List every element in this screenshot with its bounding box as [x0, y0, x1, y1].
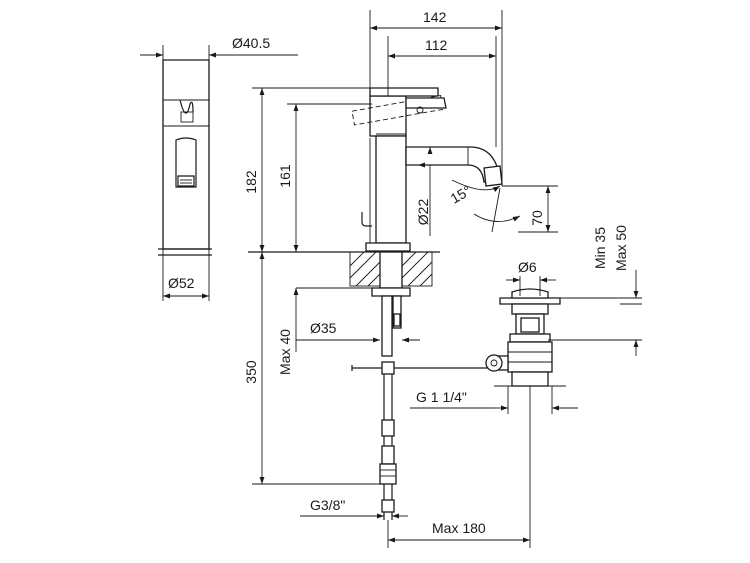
dim-112: 112: [425, 37, 448, 53]
dim-70: 70: [529, 210, 545, 226]
dim-161: 161: [277, 164, 293, 188]
dim-angle-15: 15°: [448, 182, 474, 206]
dim-g-1-1-4: G 1 1/4": [416, 389, 467, 405]
dim-min-35: Min 35: [592, 227, 608, 269]
dimension-labels: 142 112 Ø40.5 182 161 Ø22 15° 70 Ø52 Ø6 …: [168, 9, 629, 536]
dim-350: 350: [243, 360, 259, 384]
dim-diam-52: Ø52: [168, 275, 195, 291]
dim-max-180: Max 180: [432, 520, 486, 536]
dim-g-3-8: G3/8": [310, 497, 345, 513]
dim-diam-6: Ø6: [518, 259, 537, 275]
counter-section: [248, 251, 440, 357]
dim-182: 182: [243, 170, 259, 194]
dim-diam-40-5: Ø40.5: [232, 35, 270, 51]
mixer-front-view: [351, 87, 503, 252]
flexible-hoses: [379, 374, 397, 520]
pop-up-rod: [351, 361, 496, 375]
dim-diam-22: Ø22: [415, 199, 431, 226]
dimension-lines: [252, 10, 642, 548]
pop-up-drain: [485, 288, 566, 387]
dim-max-40: Max 40: [277, 329, 293, 375]
dim-142: 142: [423, 9, 447, 25]
dim-diam-35: Ø35: [310, 320, 337, 336]
dim-max-50: Max 50: [613, 225, 629, 271]
side-view: [140, 45, 298, 301]
